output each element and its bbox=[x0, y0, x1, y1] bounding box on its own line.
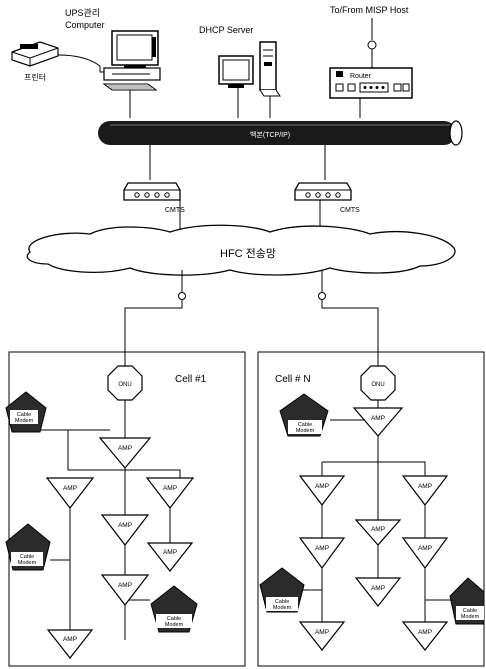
cmts-left-label: CMTS bbox=[165, 207, 185, 214]
amp-label: AMP bbox=[315, 629, 329, 636]
ups-computer-icon bbox=[104, 31, 160, 90]
fiber-connector-icon bbox=[368, 18, 376, 68]
ups-computer-label-line1: UPS관리 bbox=[65, 8, 100, 18]
amp-label: AMP bbox=[118, 582, 132, 589]
cable-modem-label: Modem bbox=[15, 418, 34, 424]
amp-icon bbox=[403, 622, 447, 650]
amp-icon bbox=[356, 578, 400, 606]
amp-label: AMP bbox=[163, 549, 177, 556]
backbone-label: 백본(TCP/IP) bbox=[250, 130, 290, 139]
cmts-right-label: CMTS bbox=[340, 207, 360, 214]
amp-label: AMP bbox=[315, 483, 329, 490]
printer-icon bbox=[12, 42, 58, 66]
cmts-left-icon bbox=[124, 183, 180, 200]
amp-icon bbox=[354, 408, 402, 436]
amp-icon bbox=[48, 630, 92, 658]
amp-label: AMP bbox=[63, 485, 77, 492]
amp-icon bbox=[47, 478, 93, 508]
ups-computer-label-line2: Computer bbox=[65, 20, 105, 30]
cell-1-label: Cell #1 bbox=[175, 374, 207, 385]
misp-host-label: To/From MISP Host bbox=[330, 5, 409, 15]
onu-left-label: ONU bbox=[118, 382, 131, 388]
fiber-node-right-icon bbox=[319, 293, 326, 300]
amp-label: AMP bbox=[118, 522, 132, 529]
amp-icon bbox=[300, 622, 344, 650]
router-label: Router bbox=[350, 73, 372, 80]
amp-icon bbox=[300, 538, 344, 568]
amp-label: AMP bbox=[371, 585, 385, 592]
cable-modem-label: Modem bbox=[461, 614, 480, 620]
amp-icon bbox=[300, 476, 344, 505]
amp-label: AMP bbox=[118, 445, 132, 452]
amp-icon bbox=[403, 538, 447, 568]
amp-label: AMP bbox=[418, 483, 432, 490]
amp-icon bbox=[100, 438, 150, 468]
cable-modem-label: Modem bbox=[18, 560, 37, 566]
amp-label: AMP bbox=[63, 636, 77, 643]
amp-label: AMP bbox=[418, 545, 432, 552]
cell-n-label: Cell # N bbox=[275, 374, 311, 385]
amp-icon bbox=[102, 515, 148, 545]
cable-modem-label: Modem bbox=[273, 605, 292, 611]
amp-label: AMP bbox=[371, 415, 385, 422]
amp-label: AMP bbox=[371, 526, 385, 533]
cmts-right-icon bbox=[295, 183, 351, 200]
dhcp-server-label: DHCP Server bbox=[199, 25, 253, 35]
amp-label: AMP bbox=[418, 629, 432, 636]
printer-label: 프린터 bbox=[24, 72, 46, 82]
amp-label: AMP bbox=[163, 485, 177, 492]
amp-icon bbox=[148, 543, 192, 571]
dhcp-server-icon bbox=[219, 42, 280, 96]
amp-icon bbox=[147, 478, 193, 508]
onu-right-label: ONU bbox=[371, 382, 384, 388]
amp-label: AMP bbox=[315, 545, 329, 552]
fiber-node-left-icon bbox=[179, 293, 186, 300]
cable-modem-label: Modem bbox=[165, 622, 184, 628]
hfc-network-label: HFC 전송망 bbox=[220, 247, 276, 260]
cable-modem-label: Modem bbox=[296, 428, 315, 434]
amp-icon bbox=[403, 476, 447, 505]
